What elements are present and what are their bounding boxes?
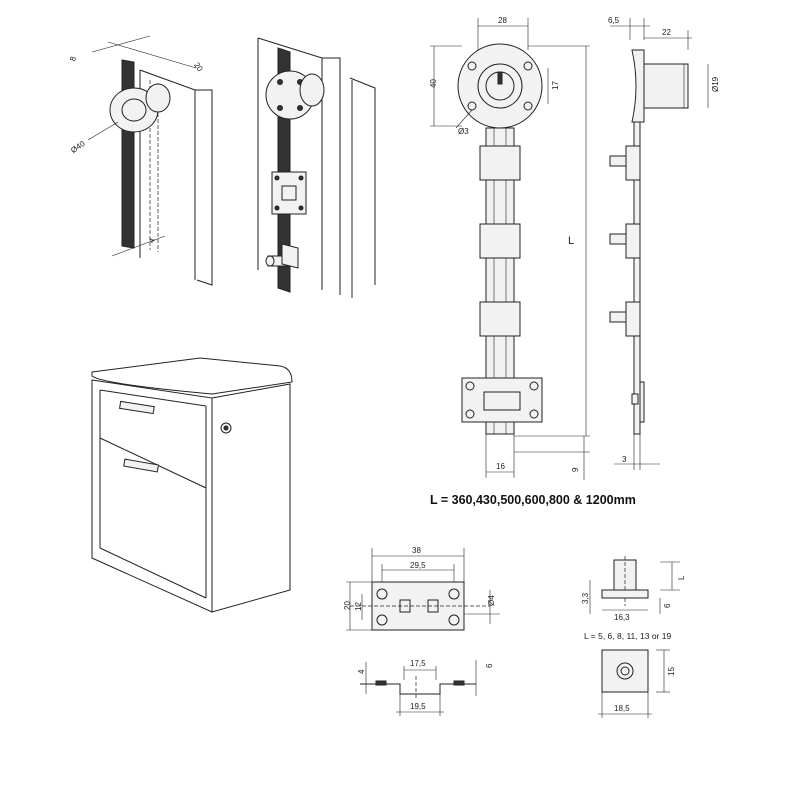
rod-collar	[479, 301, 521, 337]
drawer-handle-top	[119, 400, 155, 415]
side-flange-label: 6,5	[608, 16, 620, 25]
guide-base-label: 19,5	[410, 702, 426, 711]
rod-front-elevation: 28 40 17 Ø3	[429, 16, 590, 480]
stud-height-label: 6	[663, 603, 672, 608]
guide-height-label: 20	[343, 601, 352, 610]
guide-inner-label: 12	[354, 602, 363, 611]
block-width-label: 18,5	[614, 704, 630, 713]
lock-plate-front	[457, 43, 543, 129]
screw-hole-label: Ø3	[458, 127, 469, 136]
lock-mounted-view	[257, 37, 376, 298]
plate-height-label: 40	[429, 79, 438, 88]
drawer-handle-bottom	[123, 458, 160, 473]
guide-hole-spacing-label: 29,5	[410, 561, 426, 570]
lock-flange-side	[631, 49, 645, 123]
rod-width-label: 16	[496, 462, 505, 471]
length-options-caption: L = 360,430,500,600,800 & 1200mm	[430, 493, 636, 507]
rod-collar	[479, 145, 521, 181]
cam-diameter-label: Ø40	[69, 139, 87, 155]
stud-options-caption: L = 5, 6, 8, 11, 13 or 19	[584, 631, 671, 641]
guide-slot-label: 17,5	[410, 659, 426, 668]
stud-length-label: L	[677, 575, 686, 580]
stud-base-block	[601, 649, 649, 693]
guide-width-label: 38	[412, 546, 421, 555]
block-height-label: 15	[667, 667, 676, 676]
cabinet-illustration	[91, 357, 293, 613]
stud-detail: L 3,3 16,3 6 L = 5, 6, 8, 11, 13 or 19 1…	[581, 556, 686, 718]
guide-depth-label: 6	[485, 663, 494, 668]
rod-side-elevation: 6,5 22 Ø19 3	[608, 16, 720, 470]
guide-plate-detail: 38 29,5 20 12 Ø4 17,5 4 6	[343, 546, 500, 716]
lock-cylinder-side	[643, 63, 689, 109]
side-body-label: 22	[662, 28, 671, 37]
guide-hole-label: Ø4	[487, 595, 496, 606]
plate-width-label: 28	[498, 16, 507, 25]
cam-pin-width-label: 8	[68, 55, 78, 63]
stud-step-label: 3,3	[581, 592, 590, 604]
rod-length-label: L	[568, 235, 574, 247]
cylinder-diameter-label: Ø19	[711, 76, 720, 92]
guide-thickness-label: 4	[357, 669, 366, 674]
stud-width-label: 16,3	[614, 613, 630, 622]
rod-end-label: 9	[571, 467, 580, 472]
key-hole-label: 17	[551, 81, 560, 90]
cam-depth-label: 20	[192, 61, 205, 74]
side-gap-label: 3	[622, 455, 627, 464]
rod-collar	[479, 223, 521, 259]
rod-gap-label: 4	[147, 236, 157, 245]
cam-installation-view: 8 20 Ø40 4	[68, 35, 213, 286]
rod-guide-bracket	[461, 377, 543, 423]
